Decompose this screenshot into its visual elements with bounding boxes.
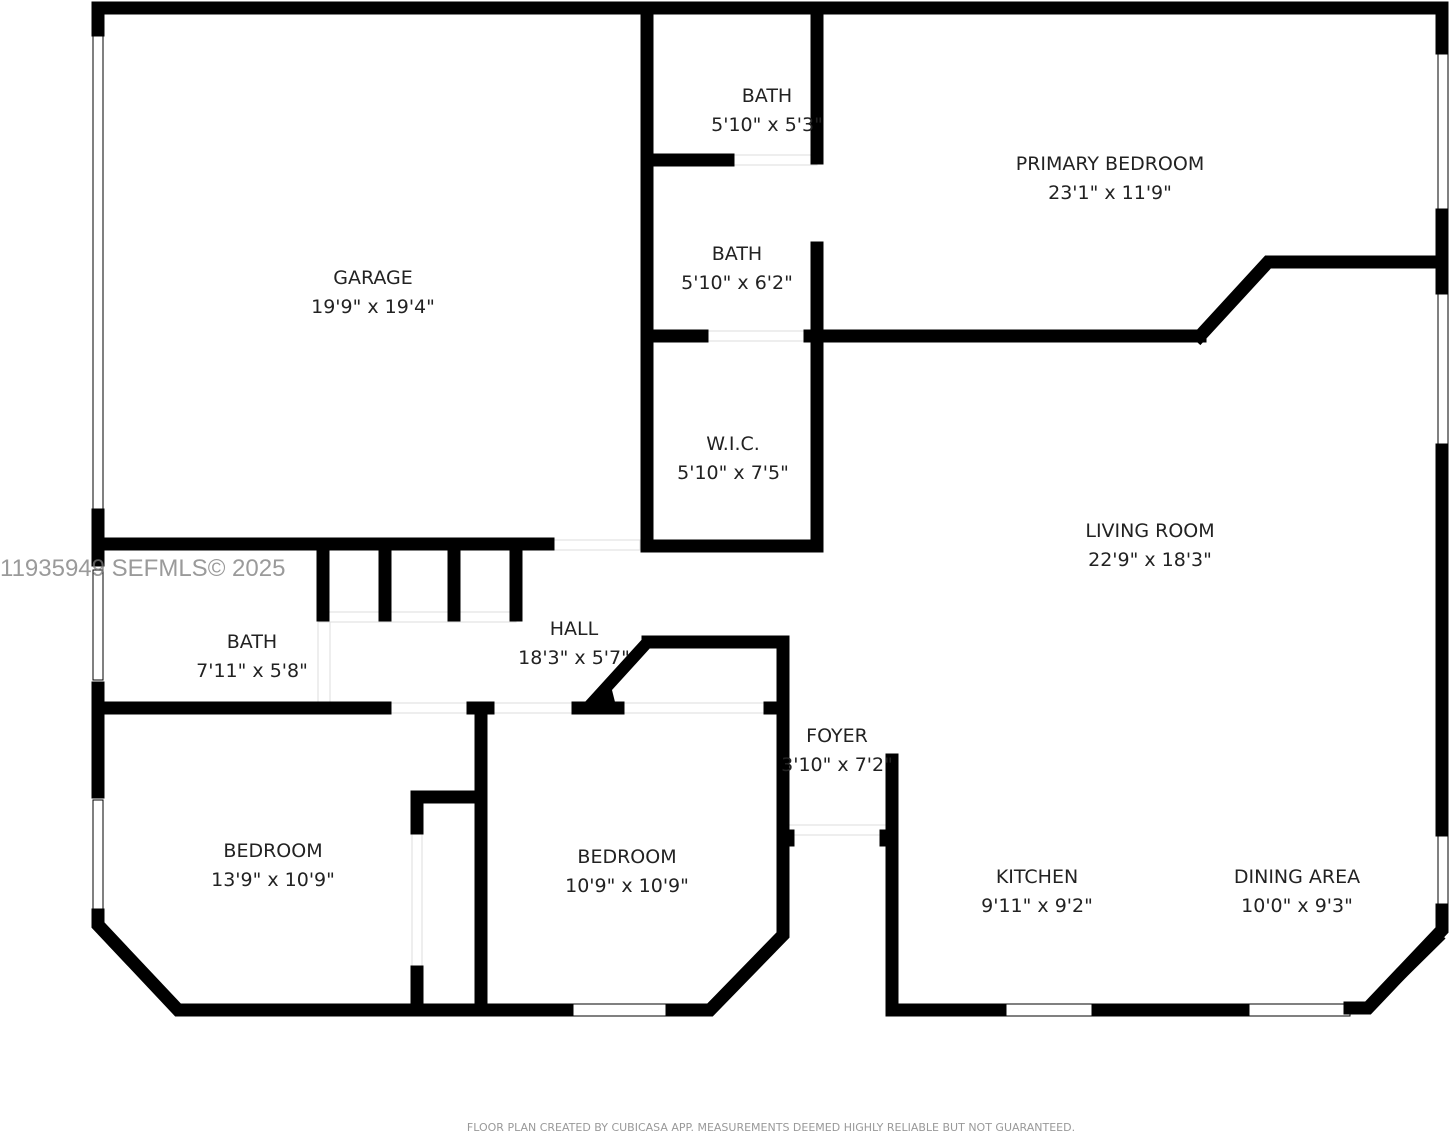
room-name: KITCHEN <box>995 866 1079 888</box>
room-foyer: FOYER 3'10" x 7'2" <box>781 722 893 780</box>
room-name: BEDROOM <box>223 840 323 862</box>
room-size: 19'9" x 19'4" <box>311 296 435 318</box>
room-size: 5'10" x 7'5" <box>677 462 789 484</box>
room-size: 18'3" x 5'7" <box>518 647 630 669</box>
room-living-room: LIVING ROOM 22'9" x 18'3" <box>1085 517 1214 575</box>
room-name: HALL <box>549 618 599 640</box>
room-size: 13'9" x 10'9" <box>211 869 335 891</box>
room-bath-1: BATH 5'10" x 5'3" <box>711 82 823 140</box>
room-name: BATH <box>741 85 793 107</box>
room-hall: HALL 18'3" x 5'7" <box>518 615 630 673</box>
room-size: 7'11" x 5'8" <box>196 660 308 682</box>
room-size: 3'10" x 7'2" <box>781 754 893 776</box>
room-name: FOYER <box>806 725 868 747</box>
room-bath-2: BATH 5'10" x 6'2" <box>681 240 793 298</box>
room-name: PRIMARY BEDROOM <box>1015 153 1205 175</box>
room-wic: W.I.C. 5'10" x 7'5" <box>677 430 789 488</box>
room-size: 22'9" x 18'3" <box>1088 549 1212 571</box>
room-name: W.I.C. <box>706 433 760 455</box>
room-size: 10'9" x 10'9" <box>565 875 689 897</box>
room-bath-3: BATH 7'11" x 5'8" <box>196 628 308 686</box>
room-name: GARAGE <box>333 267 413 289</box>
room-size: 5'10" x 6'2" <box>681 272 793 294</box>
watermark: 11935949 SEFMLS© 2025 <box>0 555 286 582</box>
room-name: LIVING ROOM <box>1085 520 1215 542</box>
room-name: BATH <box>226 631 278 653</box>
room-bedroom-1: BEDROOM 13'9" x 10'9" <box>211 837 335 895</box>
room-garage: GARAGE 19'9" x 19'4" <box>311 264 435 322</box>
room-kitchen: KITCHEN 9'11" x 9'2" <box>981 863 1093 921</box>
room-size: 10'0" x 9'3" <box>1241 895 1353 917</box>
room-dining-area: DINING AREA 10'0" x 9'3" <box>1234 863 1360 921</box>
room-size: 5'10" x 5'3" <box>711 114 823 136</box>
room-primary-bedroom: PRIMARY BEDROOM 23'1" x 11'9" <box>1016 150 1204 208</box>
room-size: 23'1" x 11'9" <box>1048 182 1172 204</box>
room-name: BEDROOM <box>577 846 677 868</box>
room-name: DINING AREA <box>1233 866 1361 888</box>
footer-disclaimer: FLOOR PLAN CREATED BY CUBICASA APP. MEAS… <box>466 1121 1076 1134</box>
room-size: 9'11" x 9'2" <box>981 895 1093 917</box>
room-bedroom-2: BEDROOM 10'9" x 10'9" <box>565 843 689 901</box>
room-name: BATH <box>711 243 763 265</box>
walls <box>91 1 1449 1017</box>
